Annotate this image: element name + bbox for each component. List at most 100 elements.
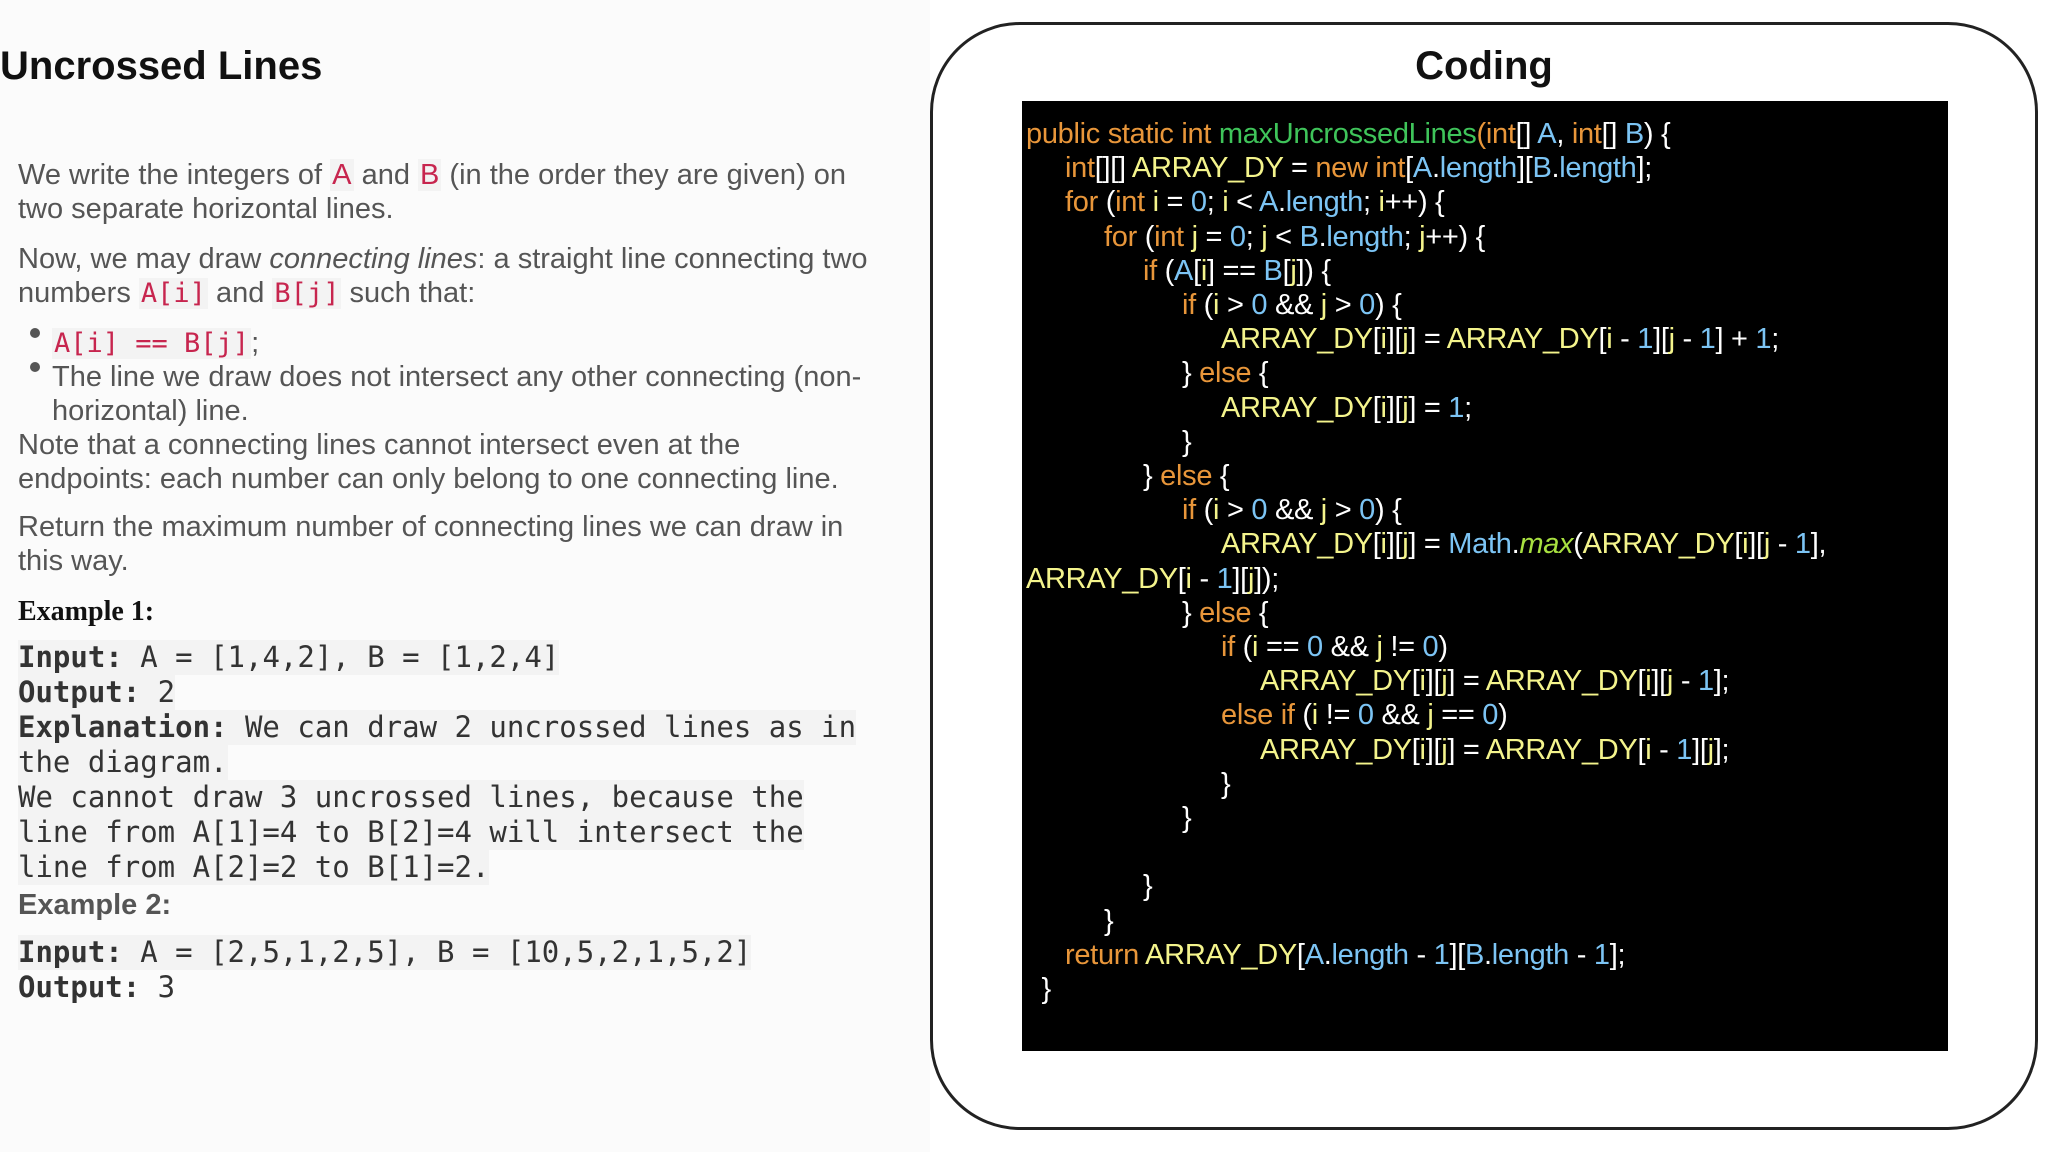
example-1-heading: Example 1: xyxy=(18,596,155,627)
code-token: 0 xyxy=(1229,220,1246,253)
inline-code-a: A xyxy=(330,159,354,191)
code-token: [][] xyxy=(1094,152,1132,185)
code-token: ( xyxy=(1234,631,1253,663)
code-token: } xyxy=(1182,357,1200,390)
code-token: int xyxy=(1485,118,1516,150)
code-token: ) { xyxy=(1374,289,1402,321)
bullet-item: The line we draw does not intersect any … xyxy=(52,360,932,428)
code-token: i xyxy=(1606,323,1613,356)
code-token: j xyxy=(1320,494,1327,527)
code-token: [ xyxy=(1405,152,1413,185)
code-token: public static int xyxy=(1026,118,1219,150)
code-token: ( xyxy=(1573,528,1583,561)
code-token: 0 xyxy=(1306,631,1323,663)
intro-text: two separate horizontal lines. xyxy=(18,193,394,225)
code-token: ) { xyxy=(1374,494,1402,527)
code-token: [ xyxy=(1177,562,1186,595)
code-line: ARRAY_DY[i][j] = Math.max(ARRAY_DY[i][j … xyxy=(1221,527,1826,561)
input-value: A = [1,4,2], B = [1,2,4] xyxy=(122,640,560,674)
example-1-output: Output: 2 xyxy=(18,675,176,710)
code-token: > xyxy=(1326,289,1360,321)
code-token: [ xyxy=(1734,528,1743,561)
code-token: new int xyxy=(1315,152,1406,185)
code-token: ) xyxy=(1438,631,1448,663)
code-token: i xyxy=(1378,186,1385,219)
code-token: ARRAY_DY xyxy=(1260,733,1412,766)
code-token: < xyxy=(1228,186,1259,219)
code-token: else xyxy=(1199,596,1252,629)
code-token: . xyxy=(1318,220,1327,253)
code-token: 1 xyxy=(1448,391,1465,424)
code-line: ARRAY_DY[i][j] = ARRAY_DY[i - 1][j - 1] … xyxy=(1221,322,1779,356)
code-token: } xyxy=(1104,904,1114,937)
bullet-dot xyxy=(30,362,40,372)
code-token: length xyxy=(1439,152,1518,185)
code-token: ( xyxy=(1476,118,1487,150)
code-token: j xyxy=(1419,220,1426,253)
code-token: ARRAY_DY xyxy=(1221,391,1373,424)
bullet-dot xyxy=(30,328,40,338)
connecting-text: such that: xyxy=(341,277,476,309)
code-token: } xyxy=(1182,596,1200,629)
code-token: int xyxy=(1065,152,1095,185)
code-token: . xyxy=(1484,938,1492,971)
code-token: j xyxy=(1666,665,1674,698)
code-line: } xyxy=(1182,801,1192,835)
code-token: ARRAY_DY xyxy=(1221,323,1373,356)
code-token: j xyxy=(1402,391,1409,424)
code-token: ARRAY_DY xyxy=(1131,152,1284,185)
code-token: < xyxy=(1267,220,1300,253)
code-token: ARRAY_DY xyxy=(1221,528,1373,561)
code-token: else xyxy=(1160,460,1213,492)
code-token: ; xyxy=(1245,220,1262,253)
code-token: [ xyxy=(1372,323,1381,356)
code-token: ( xyxy=(1294,699,1312,732)
code-token: [ xyxy=(1372,391,1381,424)
code-token: ( xyxy=(1136,220,1155,253)
code-token: i xyxy=(1419,733,1426,766)
code-token: B xyxy=(1624,118,1644,150)
code-token: B xyxy=(1532,152,1552,185)
code-line: if (i > 0 && j > 0) { xyxy=(1182,288,1402,322)
code-token: [ xyxy=(1411,733,1420,766)
code-token xyxy=(1145,186,1153,218)
code-token: ; xyxy=(1403,220,1420,253)
code-token: [ xyxy=(1598,323,1607,356)
code-token: A xyxy=(1537,118,1557,150)
code-token: B xyxy=(1299,220,1319,253)
explanation-text: We can draw 2 uncrossed lines as in xyxy=(227,710,857,744)
code-token: [ xyxy=(1411,665,1420,698)
output-value: 2 xyxy=(140,675,176,709)
code-token: length xyxy=(1331,938,1410,971)
code-line: } else { xyxy=(1182,356,1269,390)
return-paragraph: Return the maximum number of connecting … xyxy=(18,510,898,578)
input-label: Input: xyxy=(18,640,123,674)
code-line: ARRAY_DY[i][j] = ARRAY_DY[i - 1][j]; xyxy=(1260,733,1730,767)
bullet-text: The line we draw does not intersect any … xyxy=(52,361,862,393)
code-token: ]) { xyxy=(1296,254,1332,287)
code-token: A xyxy=(1304,938,1324,971)
code-token: 0 xyxy=(1251,494,1268,527)
code-token: if xyxy=(1182,494,1196,527)
code-token: 1 xyxy=(1794,528,1811,561)
input-value: A = [2,5,1,2,5], B = [10,5,2,1,5,2] xyxy=(122,935,752,969)
connecting-text: Now, we may draw xyxy=(18,243,270,275)
example-1-explanation: the diagram. xyxy=(18,745,228,780)
code-token: i xyxy=(1645,665,1652,698)
code-token: { xyxy=(1251,596,1269,629)
return-text: this way. xyxy=(18,545,129,577)
code-token: ], xyxy=(1810,528,1827,561)
code-token: j xyxy=(1668,323,1675,356)
code-token: } xyxy=(1026,973,1052,1005)
code-token: - xyxy=(1408,938,1434,971)
code-token: == xyxy=(1433,699,1483,732)
code-token: ][ xyxy=(1748,528,1764,561)
code-token: B xyxy=(1263,254,1283,287)
code-token: else if xyxy=(1221,699,1295,732)
code-token: . xyxy=(1323,938,1332,971)
code-token: ][ xyxy=(1692,733,1708,766)
code-token: ]; xyxy=(1713,665,1730,698)
code-line: public static int maxUncrossedLines(int[… xyxy=(1026,117,1671,151)
code-line: return ARRAY_DY[A.length - 1][B.length -… xyxy=(1065,938,1626,972)
example-2-output: Output: 3 xyxy=(18,970,175,1005)
